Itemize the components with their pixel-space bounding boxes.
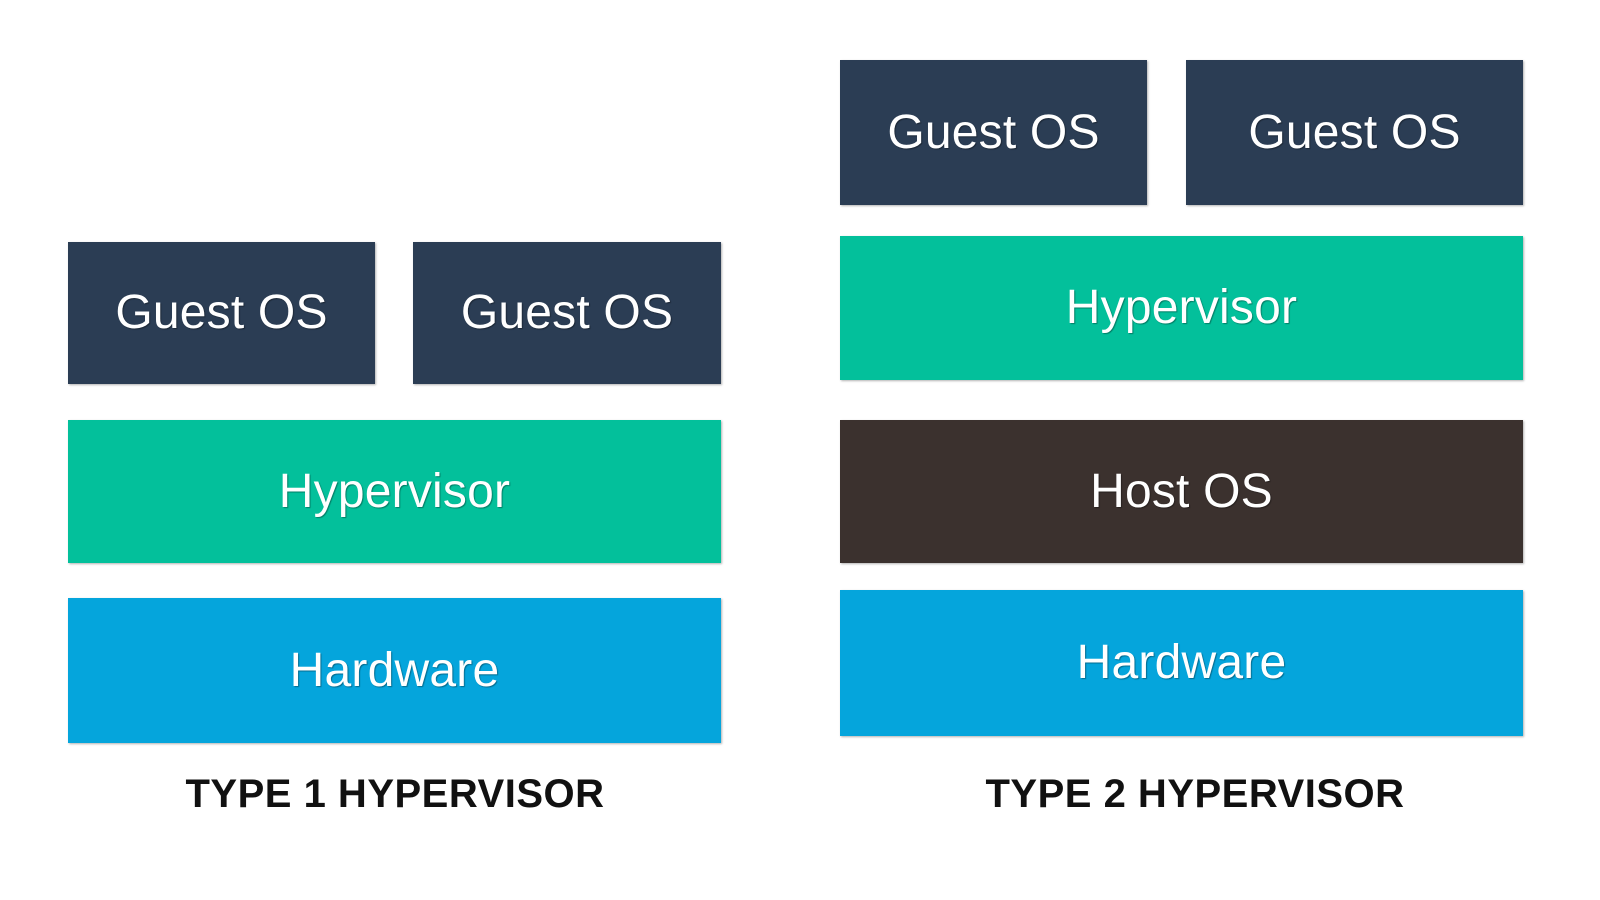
type1-hypervisor-block: Hypervisor [68,420,721,563]
type2-guest-os-label-1: Guest OS [887,105,1100,159]
type2-guest-os-block-2: Guest OS [1186,60,1523,205]
type1-guest-os-block-2: Guest OS [413,242,721,384]
type1-hypervisor-label: Hypervisor [278,464,511,518]
type2-hardware-label: Hardware [1076,636,1287,689]
type1-guest-os-label-2: Guest OS [460,286,674,339]
type2-guest-os-label-2: Guest OS [1248,105,1461,159]
type2-hypervisor-block: Hypervisor [840,236,1523,380]
type2-hardware-block: Hardware [840,590,1523,736]
type2-guest-os-block-1: Guest OS [840,60,1147,205]
type-1-hypervisor-stack: Guest OS Guest OS Hypervisor Hardware TY… [68,242,721,816]
type1-hardware-label: Hardware [289,643,500,697]
type1-guest-os-block-1: Guest OS [68,242,375,384]
type1-caption: TYPE 1 HYPERVISOR [185,772,605,816]
type2-host-os-block: Host OS [840,420,1523,563]
type1-hardware-block: Hardware [68,598,721,743]
type2-host-os-label: Host OS [1090,464,1273,518]
type2-caption: TYPE 2 HYPERVISOR [985,772,1405,816]
type1-guest-os-label-1: Guest OS [115,286,328,339]
type2-hypervisor-label: Hypervisor [1065,281,1298,334]
type-2-hypervisor-stack: Guest OS Guest OS Hypervisor Host OS Har… [800,0,1600,900]
